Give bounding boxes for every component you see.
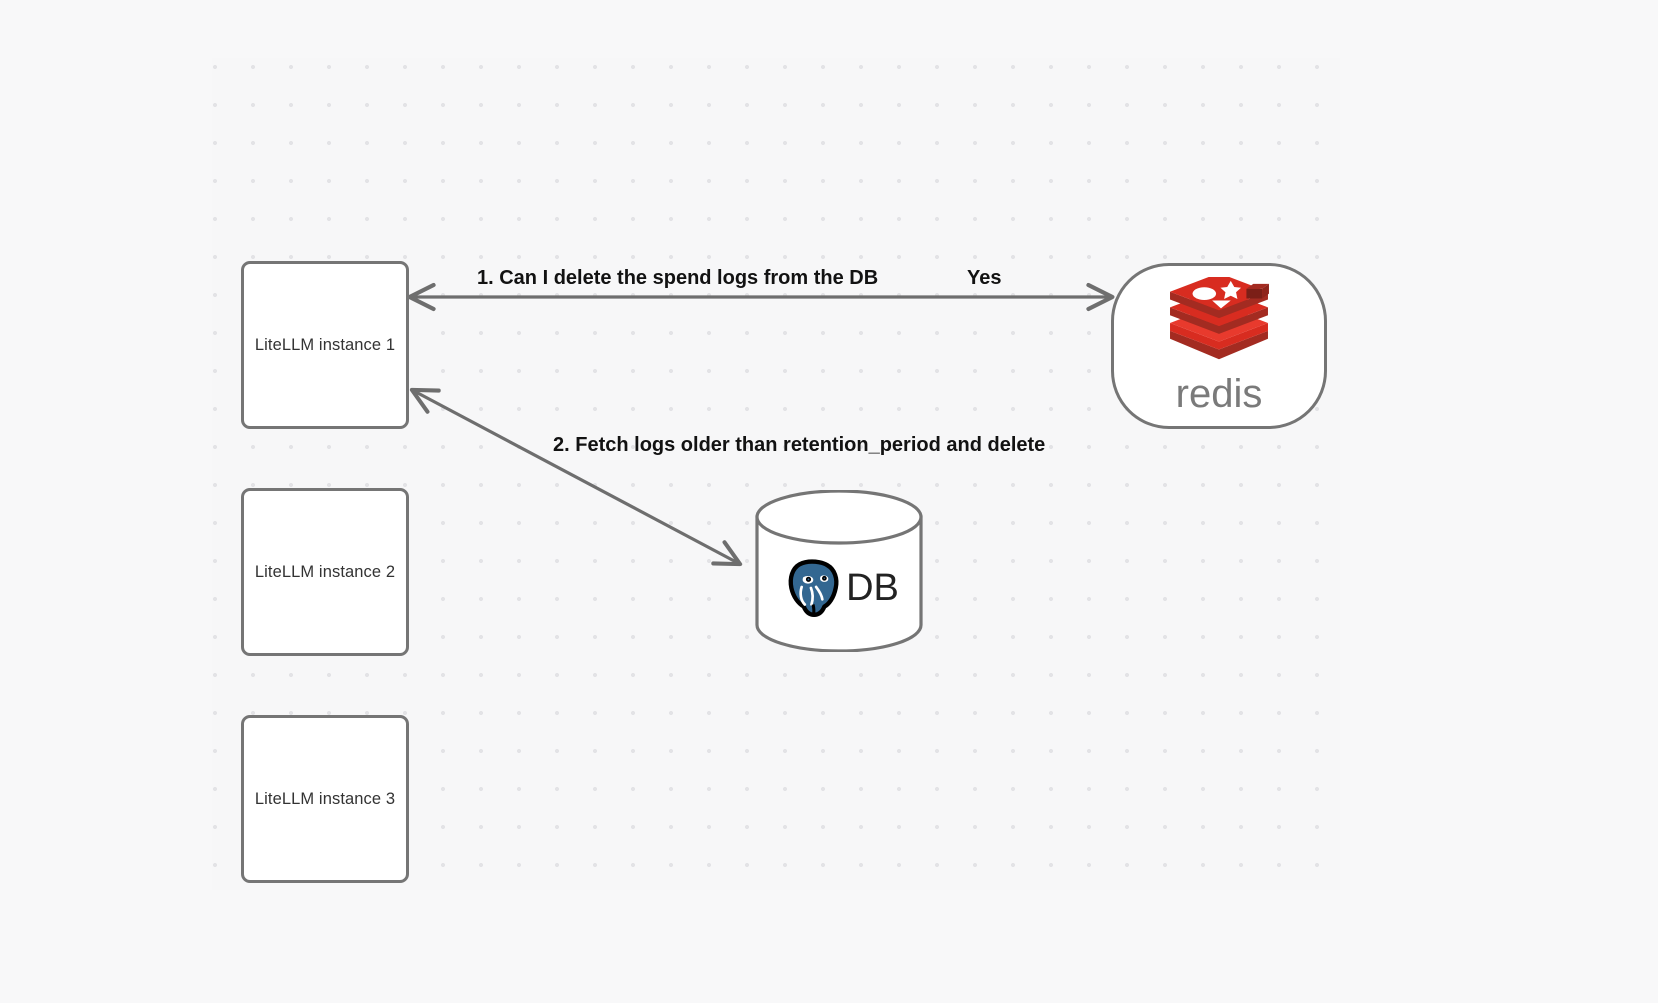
redis-wordmark: redis [1176,373,1263,415]
postgresql-elephant-icon [788,559,839,617]
edge-label-2: 2. Fetch logs older than retention_perio… [553,434,1046,456]
cylinder-shape [755,490,923,652]
node-litellm-instance-2[interactable]: LiteLLM instance 2 [241,488,409,656]
edge-label-1-answer: Yes [967,267,1002,289]
node-litellm-instance-3[interactable]: LiteLLM instance 3 [241,715,409,883]
edge-litellm1-db [409,387,743,567]
node-litellm-instance-1[interactable]: LiteLLM instance 1 [241,261,409,429]
node-label: LiteLLM instance 3 [254,789,396,808]
db-label: DB [846,567,899,609]
node-redis[interactable]: redis [1111,263,1327,429]
db-content: DB [753,490,925,652]
edge-label-1: 1. Can I delete the spend logs from the … [477,267,879,289]
svg-text:redis: redis [1176,373,1263,415]
node-db[interactable]: DB [753,490,925,652]
redis-logo-icon [1170,277,1269,360]
node-label: LiteLLM instance 1 [254,335,396,354]
node-label: LiteLLM instance 2 [254,562,396,581]
